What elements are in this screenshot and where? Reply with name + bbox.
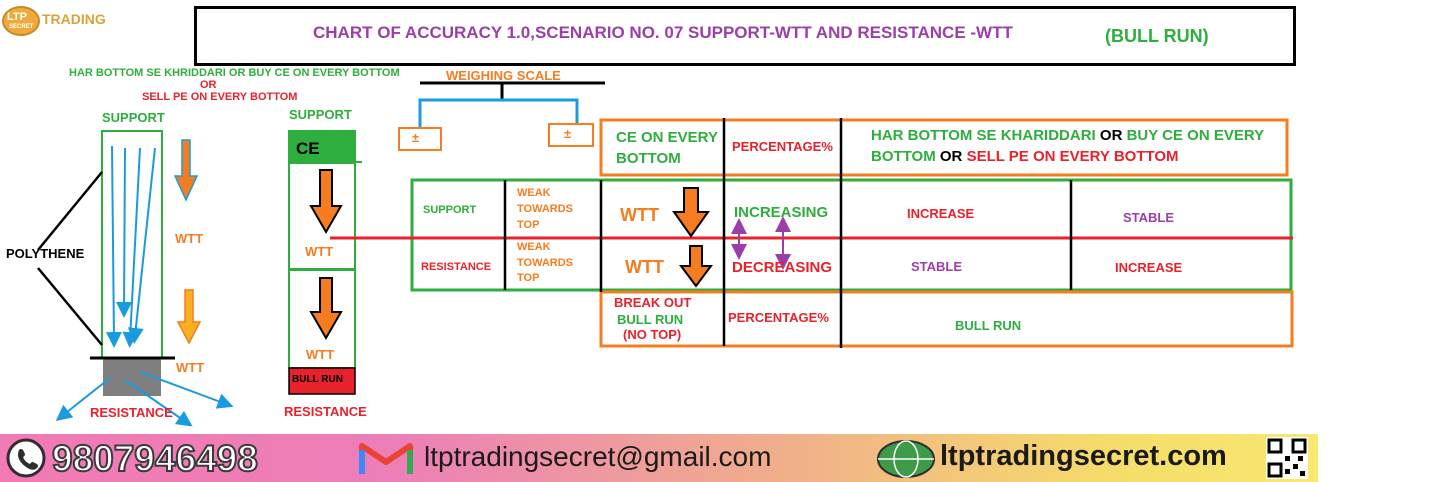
resistance-desc-3: TOP	[517, 272, 540, 284]
email-address[interactable]: ltptradingsecret@gmail.com	[424, 441, 772, 472]
bull-run-label: BULL RUN	[292, 374, 343, 385]
header-ce-every: CE ON EVERY	[616, 129, 718, 146]
breakout-no-top: (NO TOP)	[623, 327, 682, 342]
tube-support-label: SUPPORT	[102, 110, 165, 125]
qr-code-icon[interactable]	[1266, 437, 1308, 479]
header-bottom: BOTTOM	[616, 150, 681, 167]
footer-percentage: PERCENTAGE%	[728, 310, 829, 325]
brand-logo	[2, 6, 40, 36]
brand-name: TRADING	[42, 11, 106, 27]
gmail-icon[interactable]	[358, 440, 414, 478]
globe-icon[interactable]	[874, 437, 938, 479]
ce-header-block	[288, 130, 356, 163]
logo-text: LTP	[7, 11, 27, 23]
support-col-b: STABLE	[1123, 210, 1175, 225]
resistance-col-b: INCREASE	[1115, 260, 1183, 275]
header-note-line-2: BOTTOM OR SELL PE ON EVERY BOTTOM	[871, 148, 1179, 165]
diagram-drawing	[37, 81, 1294, 427]
website-url[interactable]: ltptradingsecret.com	[940, 440, 1227, 472]
row-resistance-label: RESISTANCE	[421, 261, 492, 273]
breakout-bull-run: BULL RUN	[617, 312, 684, 327]
note-line-1: HAR BOTTOM SE KHRIDDARI OR BUY CE ON EVE…	[69, 67, 400, 79]
ce-support-label: SUPPORT	[289, 107, 352, 122]
tube-wtt-top: WTT	[175, 231, 204, 246]
logo-subtext: SECRET	[9, 24, 34, 30]
ce-wtt-bottom: WTT	[306, 347, 335, 362]
resistance-trend: DECREASING	[732, 259, 833, 276]
footer-bull-run: BULL RUN	[955, 318, 1022, 333]
phone-number[interactable]: 9807946498	[51, 438, 259, 479]
resistance-col-a: STABLE	[911, 259, 963, 274]
support-desc-1: WEAK	[517, 187, 551, 199]
title-box	[194, 6, 1296, 66]
whatsapp-icon[interactable]	[4, 436, 48, 480]
tube-resistance-label: RESISTANCE	[90, 405, 173, 420]
polythene-label: POLYTHENE	[6, 246, 85, 261]
right-pan-symbol: ±	[564, 126, 572, 141]
row-support-label: SUPPORT	[423, 204, 477, 216]
resistance-wtt: WTT	[625, 257, 664, 277]
note-line-3: SELL PE ON EVERY BOTTOM	[142, 91, 298, 103]
tube-wtt-bottom: WTT	[176, 360, 205, 375]
note-line-2: OR	[200, 79, 217, 91]
ce-resistance-label: RESISTANCE	[284, 404, 367, 419]
ce-label: CE	[296, 139, 320, 158]
support-desc-2: TOWARDS	[517, 203, 574, 215]
weighing-scale-label: WEIGHING SCALE	[446, 68, 561, 83]
support-trend: INCREASING	[734, 204, 829, 221]
contact-banner: 9807946498 ltptradingsecret@gmail.com lt…	[0, 434, 1318, 482]
page-title: CHART OF ACCURACY 1.0,SCENARIO NO. 07 SU…	[313, 23, 1013, 42]
breakout-label: BREAK OUT	[614, 295, 692, 310]
left-pan-symbol: ±	[412, 130, 420, 145]
resistance-desc-1: WEAK	[517, 241, 551, 253]
support-desc-3: TOP	[517, 219, 540, 231]
title-tag: (BULL RUN)	[1105, 26, 1209, 46]
support-wtt: WTT	[620, 205, 659, 225]
resistance-desc-2: TOWARDS	[517, 257, 574, 269]
header-note-line-1: HAR BOTTOM SE KHARIDDARI OR BUY CE ON EV…	[871, 127, 1265, 144]
support-col-a: INCREASE	[907, 206, 975, 221]
ce-wtt-top: WTT	[305, 244, 334, 259]
header-percentage: PERCENTAGE%	[732, 139, 833, 154]
